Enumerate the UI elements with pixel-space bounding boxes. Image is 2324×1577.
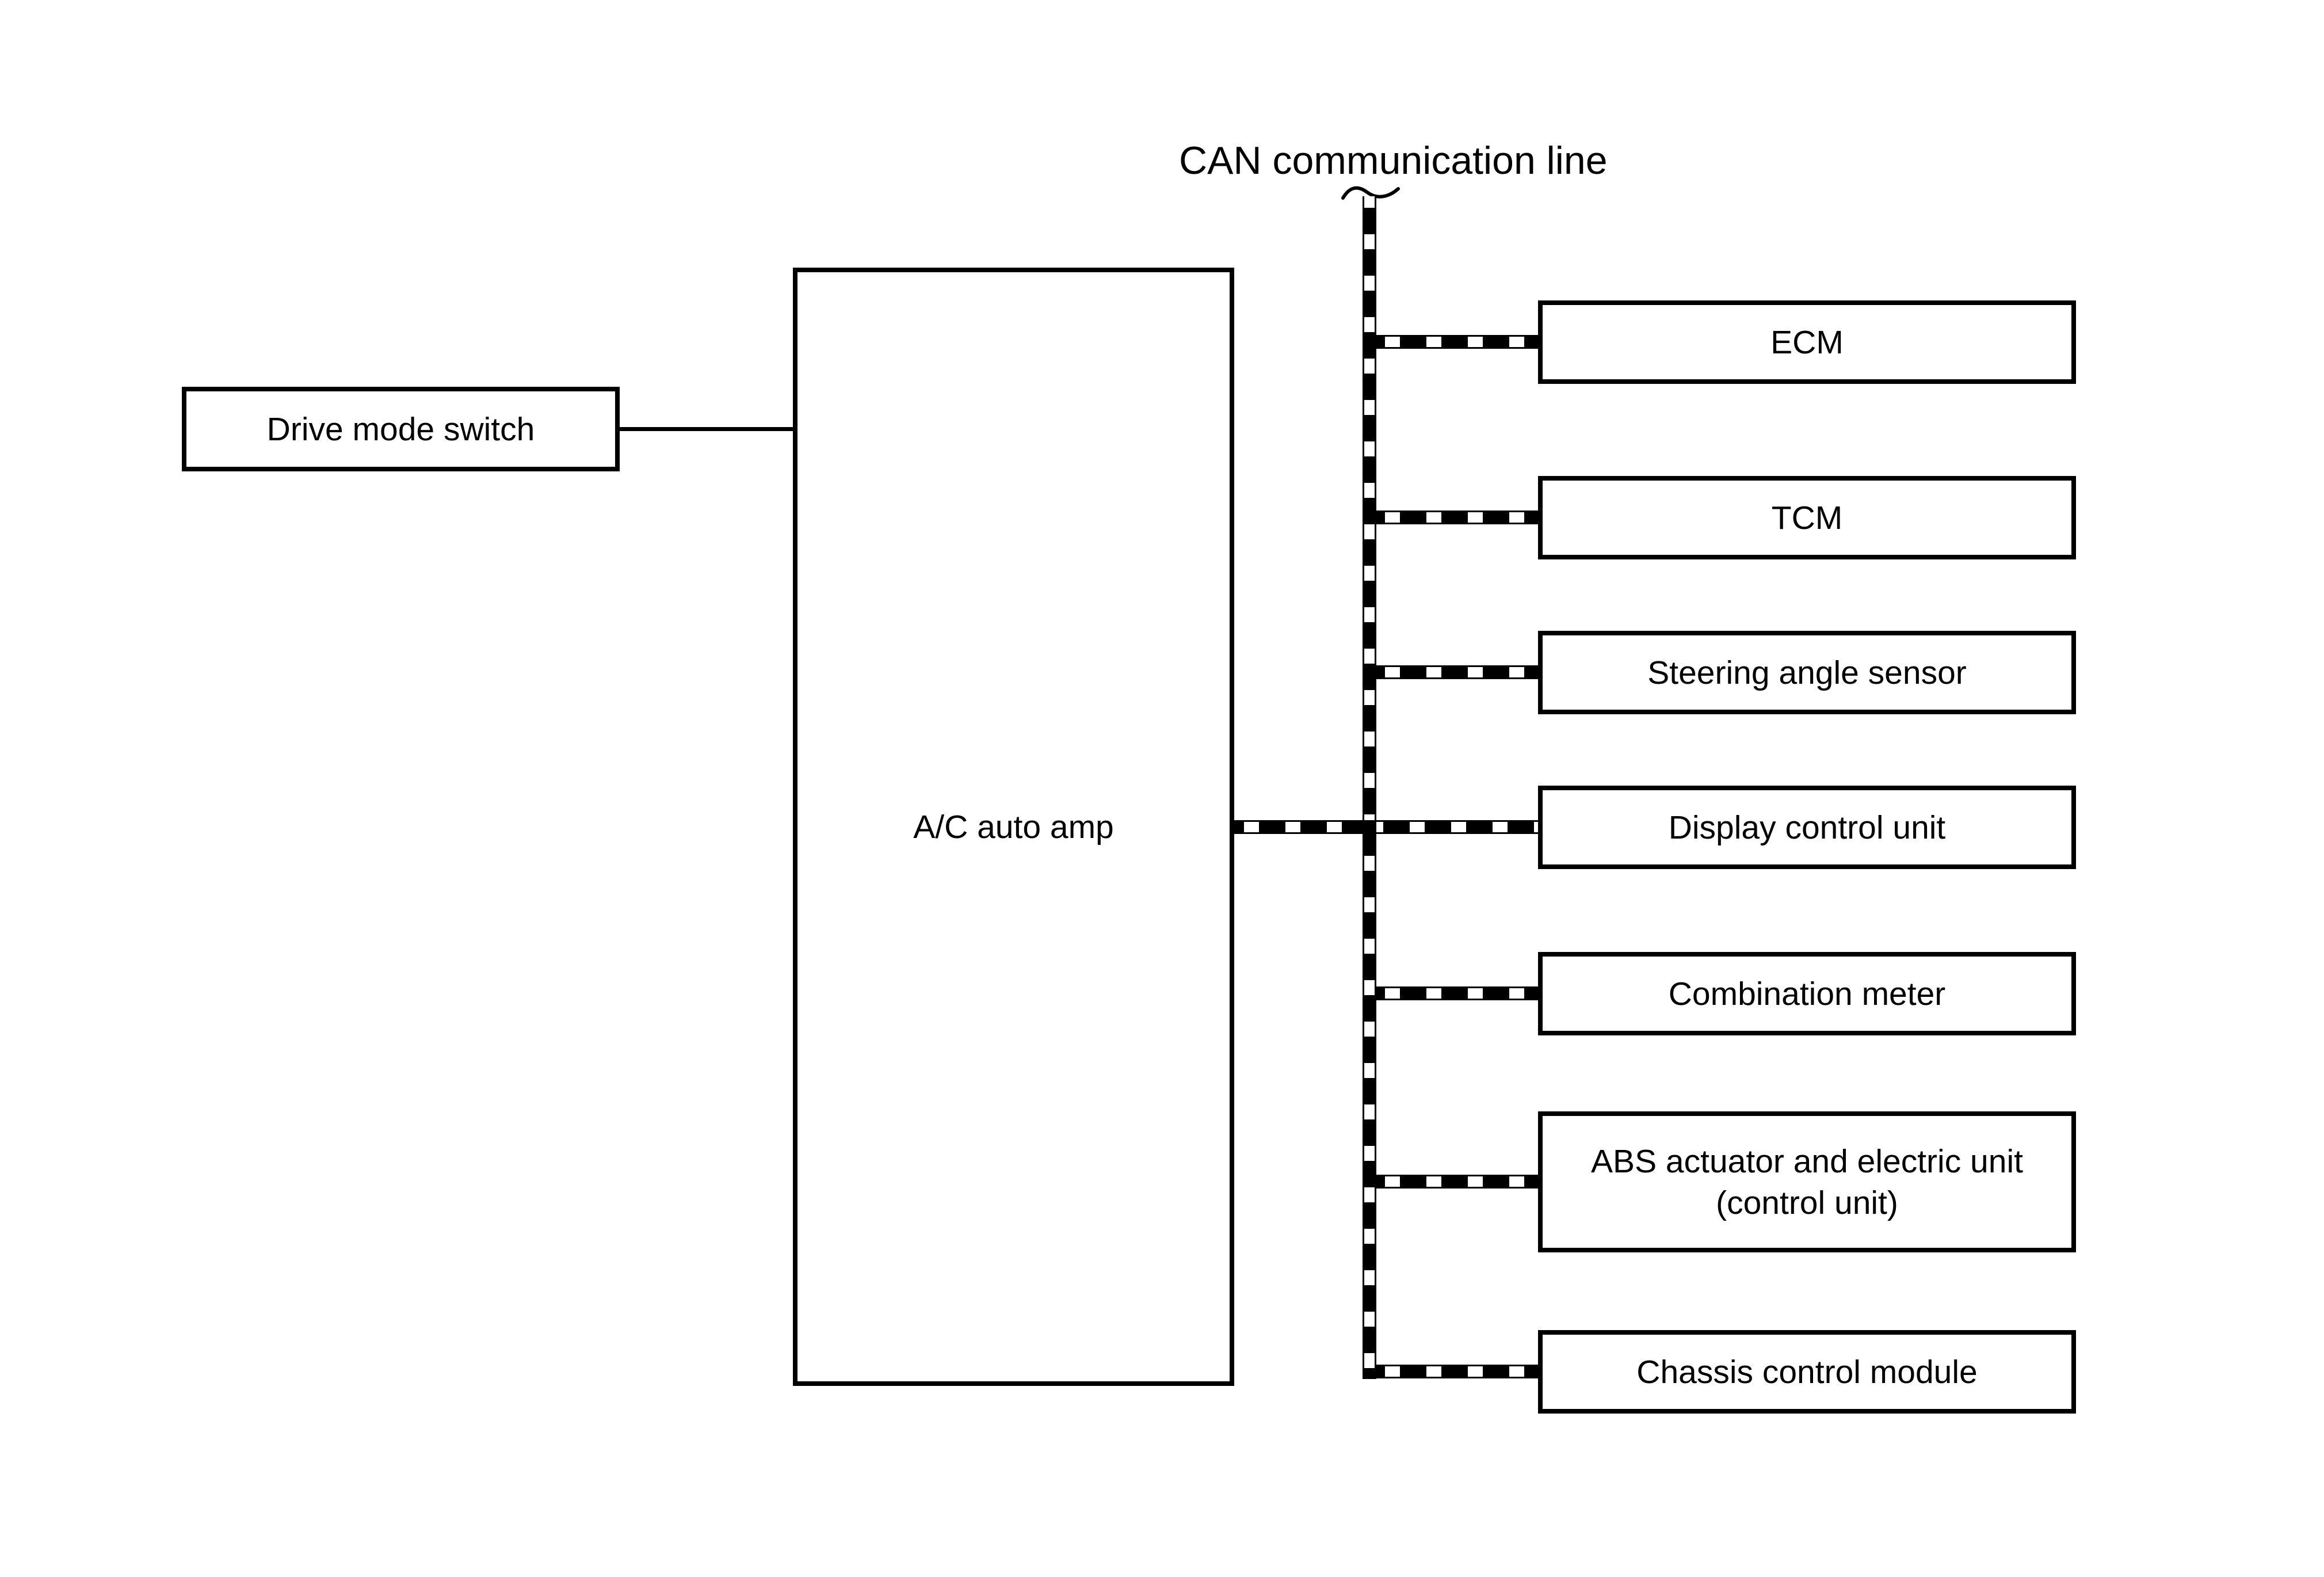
can-stub-ecm (1375, 335, 1538, 349)
module-label: ECM (1770, 323, 1844, 361)
can-line-crossing-junction (1363, 820, 1376, 834)
module-label: Display control unit (1668, 809, 1946, 846)
module-box-combination-meter: Combination meter (1538, 952, 2076, 1035)
can-stub-chassis-control-module (1375, 1365, 1538, 1378)
module-label: Combination meter (1668, 975, 1946, 1012)
diagram-title: CAN communication line (1179, 139, 1608, 182)
module-box-ecm: ECM (1538, 300, 2076, 384)
module-box-abs-actuator: ABS actuator and electric unit (control … (1538, 1111, 2076, 1252)
module-box-steering-angle-sensor: Steering angle sensor (1538, 631, 2076, 714)
module-label: ABS actuator and electric unit (control … (1591, 1142, 2023, 1221)
drive-mode-switch-wire (620, 427, 793, 431)
can-stub-tcm (1375, 511, 1538, 524)
can-stub-abs-actuator (1375, 1175, 1538, 1189)
leader-squiggle-icon (1341, 186, 1400, 200)
ac-auto-amp-box: A/C auto amp (793, 268, 1234, 1386)
module-label: TCM (1771, 499, 1843, 536)
can-stub-steering-angle-sensor (1375, 665, 1538, 679)
can-bus-vertical-line (1363, 196, 1376, 1379)
module-box-chassis-control-module: Chassis control module (1538, 1330, 2076, 1414)
module-label: Chassis control module (1636, 1353, 1978, 1391)
drive-mode-switch-box: Drive mode switch (182, 387, 620, 471)
module-label: Steering angle sensor (1647, 654, 1967, 691)
module-box-display-control-unit: Display control unit (1538, 786, 2076, 869)
can-stub-combination-meter (1375, 986, 1538, 1000)
drive-mode-switch-label: Drive mode switch (266, 410, 535, 448)
module-box-tcm: TCM (1538, 476, 2076, 559)
ac-auto-amp-can-connector (1234, 820, 1538, 834)
ac-auto-amp-label: A/C auto amp (913, 808, 1114, 845)
